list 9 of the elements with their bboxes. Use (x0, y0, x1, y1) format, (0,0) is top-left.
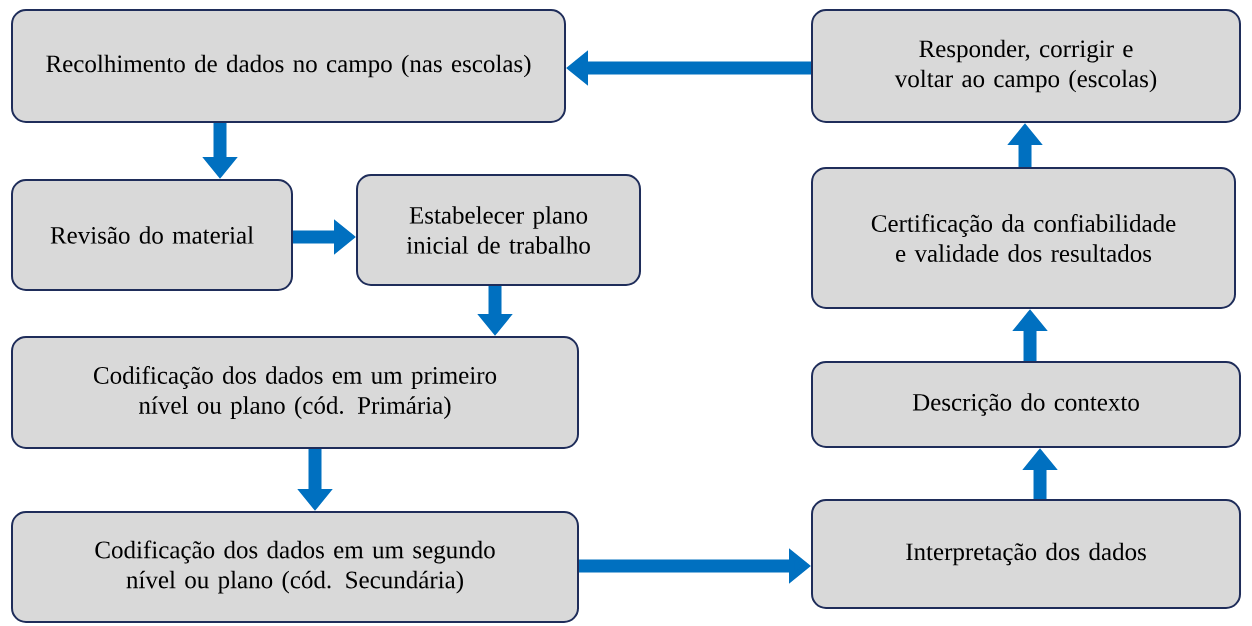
process-box: Revisão do material (11, 179, 293, 291)
process-box: Responder, corrigir e voltar ao campo (escolas) (811, 9, 1241, 123)
process-box: Codificação dos dados em um primeiro nível ou plano (cód. Primária) (11, 336, 579, 449)
process-box: Certificação da confiabilidade e validade dos resultados (811, 167, 1236, 309)
process-box: Estabelecer plano inicial de trabalho (356, 174, 641, 286)
process-box: Codificação dos dados em um segundo nível ou plano (cód. Secundária) (11, 511, 579, 623)
process-box: Descrição do contexto (811, 361, 1241, 448)
process-box: Interpretação dos dados (811, 499, 1241, 609)
process-box: Recolhimento de dados no campo (nas escolas) (11, 9, 566, 123)
